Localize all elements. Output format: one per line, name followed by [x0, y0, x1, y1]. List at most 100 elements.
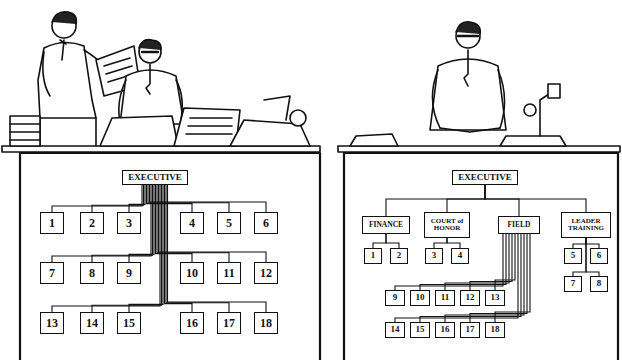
number-box: 16: [435, 322, 455, 338]
node-label: 7: [49, 267, 55, 280]
node-label: 13: [491, 293, 500, 302]
node-label: 18: [260, 317, 272, 330]
connector: [434, 238, 447, 248]
node-label: 4: [189, 217, 195, 230]
connector: [147, 185, 193, 212]
node-label: 9: [393, 293, 398, 302]
number-box: 13: [40, 312, 64, 334]
executive-box: EXECUTIVE: [122, 170, 188, 185]
node-label: 9: [126, 267, 132, 280]
connector: [129, 185, 163, 312]
connector: [373, 234, 386, 248]
connector: [159, 185, 267, 262]
number-box: 12: [460, 290, 480, 306]
number-box: 1: [364, 248, 382, 264]
number-box: 18: [485, 322, 505, 338]
node-label: 14: [86, 317, 98, 330]
node-label: 11: [441, 293, 450, 302]
node-label: 13: [46, 317, 58, 330]
node-label: EXECUTIVE: [458, 173, 512, 182]
node-label: 11: [223, 267, 234, 280]
node-label: 1: [49, 217, 55, 230]
desk-items: [350, 84, 566, 146]
number-box: 16: [180, 312, 204, 334]
connector: [165, 185, 193, 312]
connector: [447, 238, 460, 248]
connector: [495, 234, 530, 322]
node-label: 6: [597, 251, 602, 260]
number-box: 2: [390, 248, 408, 264]
number-box: 4: [180, 212, 204, 234]
node-label: 18: [491, 325, 500, 334]
number-box: 7: [564, 276, 582, 292]
connector: [470, 234, 512, 290]
department-box: LEADER TRAINING: [561, 212, 611, 238]
number-box: 15: [410, 322, 430, 338]
number-box: 12: [254, 262, 278, 284]
department-box: COURT of HONOR: [424, 212, 470, 238]
connector: [52, 185, 160, 312]
number-box: 5: [564, 248, 582, 264]
number-box: 5: [217, 212, 241, 234]
number-box: 17: [460, 322, 480, 338]
node-label: 12: [466, 293, 475, 302]
department-box: FIELD: [498, 216, 540, 234]
node-label: 6: [263, 217, 269, 230]
number-box: 3: [117, 212, 141, 234]
node-label: 2: [89, 217, 95, 230]
node-label: 14: [391, 325, 400, 334]
node-label: 16: [186, 317, 198, 330]
connector: [168, 185, 267, 312]
node-label: FIELD: [508, 221, 531, 229]
number-box: 6: [590, 248, 608, 264]
seated-man: [119, 40, 184, 124]
node-label: 7: [571, 279, 576, 288]
node-label: LEADER TRAINING: [562, 218, 610, 233]
connector: [52, 185, 151, 262]
connector: [485, 185, 586, 212]
number-box: 2: [80, 212, 104, 234]
number-box: 17: [217, 312, 241, 334]
telephone: [548, 84, 560, 98]
connector: [495, 234, 515, 290]
node-label: COURT of HONOR: [425, 218, 469, 233]
connector: [129, 185, 145, 212]
node-label: 3: [126, 217, 132, 230]
number-box: 4: [451, 248, 469, 264]
node-label: 5: [226, 217, 232, 230]
connector: [586, 238, 599, 248]
desk-ledge: [2, 146, 320, 152]
number-box: 9: [117, 262, 141, 284]
number-box: 11: [435, 290, 455, 306]
number-box: 14: [80, 312, 104, 334]
node-label: FINANCE: [369, 221, 403, 229]
node-label: 16: [441, 325, 450, 334]
node-label: 15: [416, 325, 425, 334]
chart-board: [20, 153, 320, 360]
number-box: 15: [117, 312, 141, 334]
chart-board: [344, 153, 618, 360]
number-box: 18: [254, 312, 278, 334]
connector: [447, 185, 485, 212]
number-box: 8: [80, 262, 104, 284]
desk-ledge: [338, 146, 620, 152]
number-box: 1: [40, 212, 64, 234]
executive-box: EXECUTIVE: [452, 170, 518, 185]
node-label: 3: [432, 251, 437, 260]
connector: [386, 234, 399, 248]
number-box: 10: [180, 262, 204, 284]
node-label: 4: [458, 251, 463, 260]
number-box: 9: [385, 290, 405, 306]
number-box: 8: [590, 276, 608, 292]
connector: [470, 234, 527, 322]
paper-stacks: [10, 96, 310, 146]
connector: [485, 185, 519, 216]
connector: [166, 185, 229, 312]
number-box: 3: [425, 248, 443, 264]
number-box: 7: [40, 262, 64, 284]
node-label: 10: [186, 267, 198, 280]
number-box: 13: [485, 290, 505, 306]
number-box: 6: [254, 212, 278, 234]
